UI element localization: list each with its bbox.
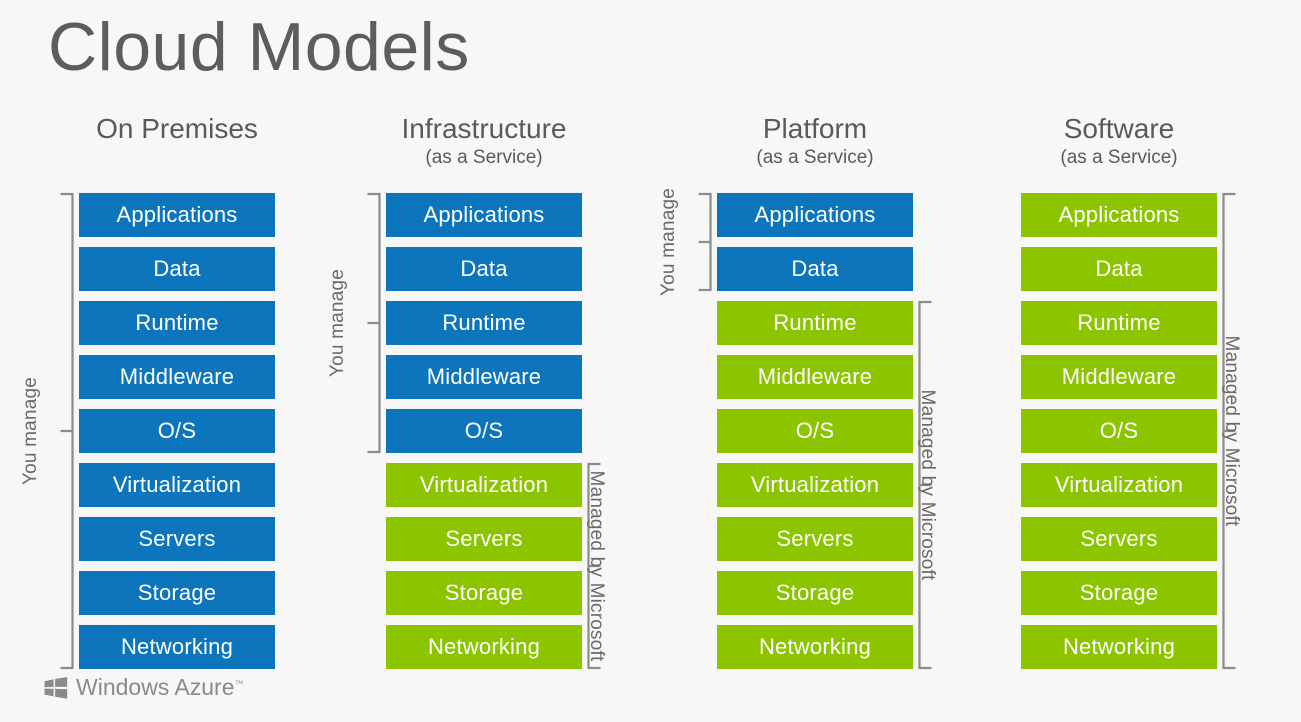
layer-block[interactable]: Middleware [79,355,275,399]
column-header: On Premises [65,112,289,145]
layer-block[interactable]: Servers [386,517,582,561]
layer-block[interactable]: Storage [717,571,913,615]
layer-block[interactable]: O/S [717,409,913,453]
column-header-title: On Premises [96,113,258,144]
layer-block[interactable]: Storage [79,571,275,615]
layer-block[interactable]: Runtime [1021,301,1217,345]
layer-block[interactable]: Networking [386,625,582,669]
layer-block[interactable]: Servers [717,517,913,561]
layer-block[interactable]: Middleware [717,355,913,399]
layer-block[interactable]: O/S [386,409,582,453]
bracket-shape [587,462,601,670]
column-header-title: Infrastructure [401,113,567,144]
column-header-subtitle: (as a Service) [1060,147,1178,169]
layer-block[interactable]: O/S [1021,409,1217,453]
layer-block[interactable]: Servers [1021,517,1217,561]
managed-by-microsoft-label: Managed by Microsoft [586,470,607,662]
windows-azure-logo: Windows Azure™ [44,674,244,701]
you-manage-bracket [59,192,76,670]
layer-block[interactable]: Runtime [717,301,913,345]
managed-by-microsoft-bracket [587,462,604,670]
azure-wordmark-text: Windows Azure [76,674,235,700]
layer-block[interactable]: Storage [386,571,582,615]
column-header-subtitle: (as a Service) [756,147,874,169]
layer-block[interactable]: Servers [79,517,275,561]
layer-block[interactable]: Virtualization [79,463,275,507]
page-title: Cloud Models [48,9,470,85]
column-header-subtitle: (as a Service) [425,147,543,169]
layer-block[interactable]: Applications [717,193,913,237]
you-manage-bracket [366,192,383,454]
layer-block[interactable]: Networking [717,625,913,669]
layer-block[interactable]: O/S [79,409,275,453]
layer-block[interactable]: Data [717,247,913,291]
layer-block[interactable]: Middleware [1021,355,1217,399]
office365-icon [1095,684,1129,714]
layer-block[interactable]: Networking [1021,625,1217,669]
layer-block[interactable]: Runtime [79,301,275,345]
layer-block[interactable]: Data [1021,247,1217,291]
layer-block[interactable]: Virtualization [386,463,582,507]
layer-block[interactable]: Data [79,247,275,291]
layer-block[interactable]: Data [386,247,582,291]
layer-block[interactable]: Applications [79,193,275,237]
you-manage-label: You manage [20,376,41,486]
bracket-shape [1222,192,1236,670]
windows-flag-icon [44,676,68,699]
layer-block[interactable]: Networking [79,625,275,669]
you-manage-bracket [697,192,714,292]
bracket-shape [367,192,381,454]
layer-block[interactable]: Storage [1021,571,1217,615]
layer-block[interactable]: Middleware [386,355,582,399]
managed-by-microsoft-bracket [1222,192,1239,670]
layer-block[interactable]: Applications [386,193,582,237]
managed-by-microsoft-label: Managed by Microsoft [917,389,938,581]
column-header-title: Platform [762,113,868,144]
managed-by-microsoft-label: Managed by Microsoft [1221,335,1242,527]
bracket-shape [918,300,932,670]
layer-block[interactable]: Virtualization [717,463,913,507]
column-header-title: Software [1063,113,1175,144]
layer-block[interactable]: Virtualization [1021,463,1217,507]
layer-block[interactable]: Runtime [386,301,582,345]
azure-wordmark: Windows Azure™ [76,674,244,701]
managed-by-microsoft-bracket [918,300,935,670]
bracket-shape [60,192,74,670]
you-manage-label: You manage [327,268,348,378]
column-header: Software (as a Service) [1007,112,1231,170]
office365-wordmark: Office 365 [1136,682,1273,715]
office365-watermark: Office 365 [1095,682,1273,716]
azure-trademark: ™ [234,678,244,689]
layer-block[interactable]: Applications [1021,193,1217,237]
column-header: Platform (as a Service) [703,112,927,170]
cloud-model-column-2: Infrastructure (as a Service) Applications… [327,112,607,670]
you-manage-label: You manage [658,187,679,297]
bracket-shape [698,192,712,292]
column-header: Infrastructure (as a Service) [372,112,596,170]
